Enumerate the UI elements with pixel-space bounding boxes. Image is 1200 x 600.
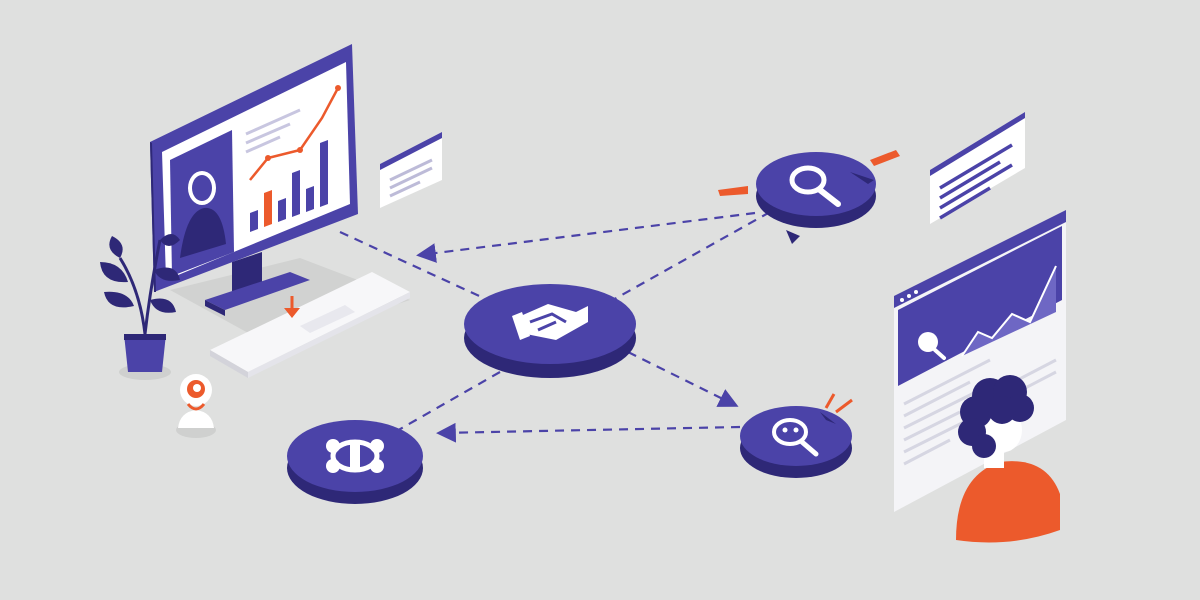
potted-plant-icon: [100, 234, 180, 380]
small-browser-window: [380, 132, 442, 208]
magnifier-icon: [918, 332, 946, 360]
arrow-desktop-to-handshake: [339, 231, 489, 301]
arrow-handshake-to-network: [394, 371, 501, 433]
network-node[interactable]: [287, 420, 423, 504]
keyboard: [210, 272, 410, 378]
dashboard-panel: [894, 210, 1066, 543]
arrow-search-to-handshake: [591, 211, 771, 312]
analysis-node[interactable]: [740, 393, 853, 478]
magnifier-icon: [789, 165, 841, 207]
desktop-computer: [150, 44, 410, 378]
handshake-icon: [512, 304, 588, 340]
alert-accent-marks: [718, 150, 900, 244]
arrow-handshake-to-analysis: [627, 351, 739, 407]
area-chart-icon: [961, 265, 1057, 357]
face-magnifier-icon: [772, 418, 819, 457]
alert-accent-marks: [820, 393, 853, 424]
webcam-icon: [176, 374, 216, 438]
text-document-panel: [930, 112, 1025, 224]
screen-text-lines: [245, 108, 301, 154]
arrow-analysis-to-network: [436, 422, 741, 443]
person-silhouette-icon: [180, 171, 226, 258]
flow-arrows: [339, 211, 771, 443]
bar-chart-icon: [250, 140, 328, 232]
handshake-node[interactable]: [464, 284, 636, 378]
dashboard-hero-banner: [898, 226, 1062, 386]
download-arrow-icon: [284, 296, 300, 318]
puzzle-network-icon: [326, 439, 384, 473]
curly-haired-person-icon: [956, 375, 1060, 543]
search-node[interactable]: [718, 150, 900, 244]
arrow-search-to-desktop: [416, 211, 756, 263]
